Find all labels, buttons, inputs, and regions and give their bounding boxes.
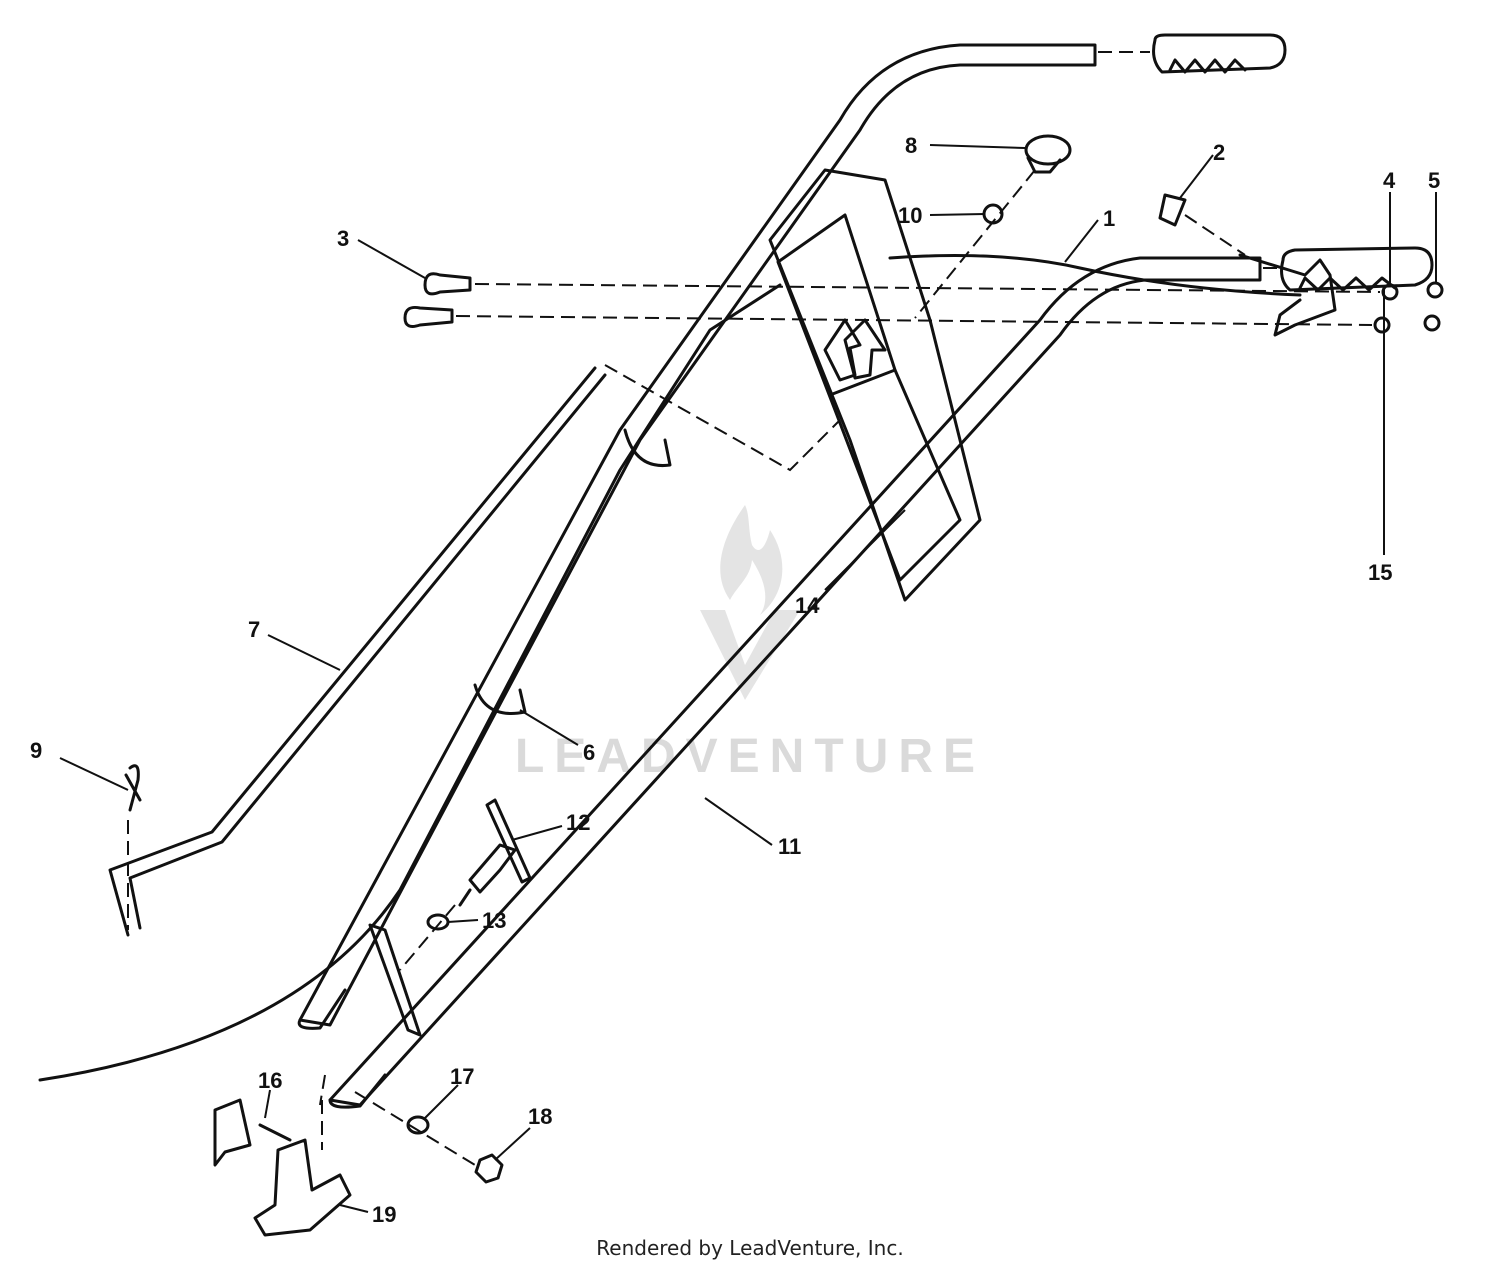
leader-16 — [264, 1089, 271, 1119]
washer-13 — [426, 913, 450, 931]
assembly-line-lever — [1184, 214, 1246, 256]
mounting-bracket — [213, 1098, 292, 1167]
callout-4: 4 — [1383, 168, 1396, 193]
assembly-line-bracket — [319, 1074, 326, 1150]
adjust-bracket — [368, 923, 422, 1037]
control-knob-stem — [1026, 156, 1062, 174]
handle-mount-lower — [328, 1073, 387, 1109]
bolt-upper — [423, 272, 472, 296]
leader-6 — [519, 709, 579, 746]
callout-7: 7 — [248, 617, 260, 642]
leader-1 — [1064, 219, 1099, 263]
leader-2 — [1179, 154, 1214, 199]
leader-13 — [447, 919, 479, 923]
assembly-line-knob — [914, 169, 1036, 319]
flame-logo-icon — [700, 505, 800, 700]
assembly-line-tknob — [399, 904, 456, 971]
lower-grip — [1280, 246, 1434, 292]
callout-19: 19 — [372, 1202, 396, 1227]
callout-8: 8 — [905, 133, 917, 158]
leader-14 — [824, 509, 906, 591]
upper-grip — [1152, 33, 1287, 74]
nut-upper — [1426, 281, 1444, 299]
callout-2: 2 — [1213, 140, 1225, 165]
leader-9 — [59, 757, 129, 791]
t-knob — [458, 798, 532, 907]
assembly-line-bolt-upper — [474, 283, 1381, 293]
assembly-line-nut — [354, 1091, 481, 1169]
callout-10: 10 — [898, 203, 922, 228]
long-cable — [38, 283, 782, 1082]
callout-9: 9 — [30, 738, 42, 763]
throttle-control — [1158, 193, 1337, 337]
leader-12 — [511, 825, 563, 841]
callout-3: 3 — [337, 226, 349, 251]
cable-clip-upper — [623, 428, 672, 468]
callout-18: 18 — [528, 1104, 552, 1129]
callout-6: 6 — [583, 740, 595, 765]
leader-3 — [357, 239, 426, 279]
nut-18 — [474, 1153, 504, 1184]
washer-17 — [406, 1115, 430, 1135]
upper-handle-bar — [298, 43, 1097, 1027]
assembly-line-bolt-lower — [455, 315, 1373, 326]
control-knob — [1024, 134, 1072, 166]
callout-16: 16 — [258, 1068, 282, 1093]
footer-credit: Rendered by LeadVenture, Inc. — [596, 1236, 904, 1260]
assembly-line-rod — [604, 364, 841, 472]
watermark: LEADVENTURE — [515, 505, 985, 783]
nut-lower — [1423, 314, 1441, 332]
bolt-lower — [403, 306, 454, 328]
upper-grip-ridges — [1168, 58, 1247, 74]
throttle-cable — [888, 254, 1302, 297]
callout-5: 5 — [1428, 168, 1440, 193]
callout-13: 13 — [482, 908, 506, 933]
leader-17 — [424, 1084, 459, 1119]
direction-arrows-icon — [823, 318, 887, 382]
control-panel — [768, 168, 982, 602]
watermark-text: LEADVENTURE — [515, 730, 985, 783]
pivot-bracket — [253, 1138, 352, 1237]
callout-11: 11 — [778, 834, 801, 859]
handle-mount-upper — [297, 988, 347, 1030]
leader-10 — [929, 213, 986, 216]
lower-grip-ridges — [1298, 276, 1397, 292]
callout-12: 12 — [566, 810, 590, 835]
callout-15: 15 — [1368, 560, 1392, 585]
shift-rod — [108, 366, 607, 937]
decal-plate — [776, 213, 962, 582]
leader-19 — [339, 1204, 369, 1213]
leader-7 — [267, 634, 341, 671]
leader-18 — [494, 1127, 531, 1161]
callout-1: 1 — [1103, 206, 1115, 231]
decal-divider — [828, 368, 897, 397]
washer-lower — [1373, 316, 1391, 334]
callout-17: 17 — [450, 1064, 474, 1089]
hairpin-clip — [124, 764, 142, 812]
leader-8 — [929, 144, 1026, 149]
lower-handle-bar — [328, 256, 1262, 1107]
leader-11 — [704, 797, 773, 846]
callout-14: 14 — [795, 593, 820, 618]
